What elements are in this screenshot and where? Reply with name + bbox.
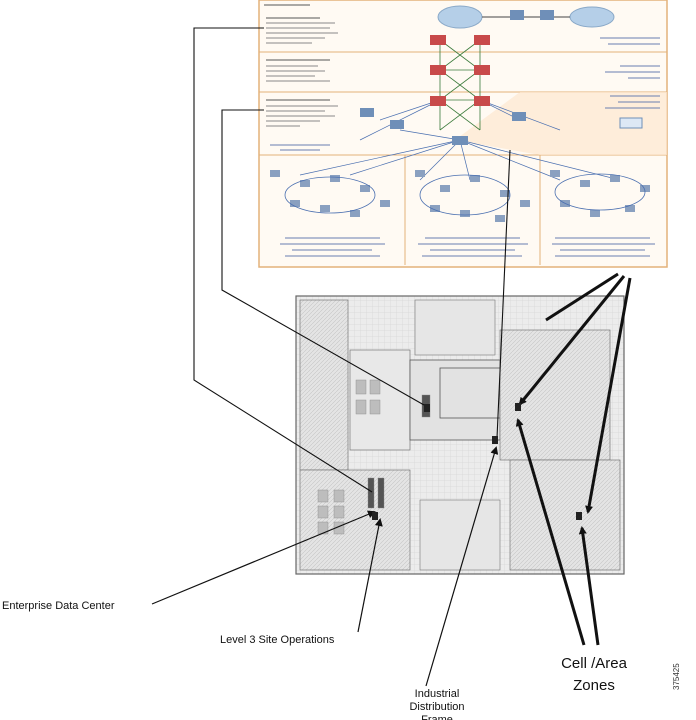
idf-label-line2: Distribution Frame — [409, 701, 465, 720]
level3-pointer — [357, 518, 383, 633]
firewall-icon — [510, 10, 524, 20]
cell-label-line1: Cell /Area — [561, 655, 627, 672]
callout-lines — [193, 27, 511, 493]
enterprise-data-center-label: Enterprise Data Center — [2, 600, 115, 612]
arrow — [585, 277, 632, 514]
cell-zone-arrows — [515, 272, 632, 646]
router-icon — [430, 35, 446, 45]
enterprise-data-center-leader — [193, 27, 373, 493]
enterprise-server-list — [266, 17, 338, 44]
office-block — [299, 299, 349, 471]
cell-label-line2: Zones — [573, 677, 615, 694]
industrial-distribution-frame-label: Industrial Distribution Frame — [400, 688, 474, 720]
switch-icon — [390, 120, 404, 129]
arrow — [518, 275, 626, 406]
distribution-switch-icon — [452, 136, 468, 145]
arrow — [515, 418, 586, 646]
level3-site-operations-label: Level 3 Site Operations — [220, 634, 335, 646]
pointer-lines — [151, 446, 499, 687]
firewall-icon — [430, 65, 446, 75]
production-area — [499, 329, 611, 461]
zone-labels — [270, 37, 660, 151]
data-center-marker — [372, 512, 378, 520]
idf-top-leader — [496, 149, 511, 439]
router-icon — [540, 10, 554, 20]
site-ops-server-list — [266, 99, 338, 127]
figure-number: 375425 — [672, 663, 681, 690]
enterprise-wan-cloud — [437, 5, 483, 29]
core-devices — [360, 35, 643, 145]
switch-icon — [430, 96, 446, 106]
idf-label-line1: Industrial — [414, 688, 460, 700]
network-architecture-panel — [258, 0, 668, 268]
switch-icon — [512, 112, 526, 121]
cell-zone-rings — [284, 173, 646, 216]
cell-zone-marker — [515, 403, 521, 411]
cell-zone-devices — [270, 170, 650, 222]
arrow — [545, 272, 619, 322]
cell-zone-titles — [280, 237, 655, 257]
switch-icon — [474, 96, 490, 106]
idf-marker — [492, 436, 498, 444]
idf-pointer — [425, 446, 499, 687]
firewall-icon — [474, 65, 490, 75]
level3-site-ops-leader — [221, 109, 425, 406]
room — [414, 299, 496, 356]
room — [419, 499, 501, 571]
dmz-server-list — [266, 59, 330, 82]
enterprise-data-center-pointer — [151, 510, 376, 605]
floor-device-markers — [372, 403, 582, 520]
core-network-mesh — [439, 39, 481, 131]
production-area — [509, 459, 621, 571]
cell-area-zones-label: Cell /Area Zones — [548, 653, 640, 697]
cell-zone-marker — [576, 512, 582, 520]
router-icon — [474, 35, 490, 45]
arrow — [578, 526, 600, 646]
switch-icon — [360, 108, 374, 117]
cell-zone-icon — [619, 117, 643, 129]
control-room-marker — [424, 404, 430, 412]
internet-cloud — [569, 6, 615, 28]
